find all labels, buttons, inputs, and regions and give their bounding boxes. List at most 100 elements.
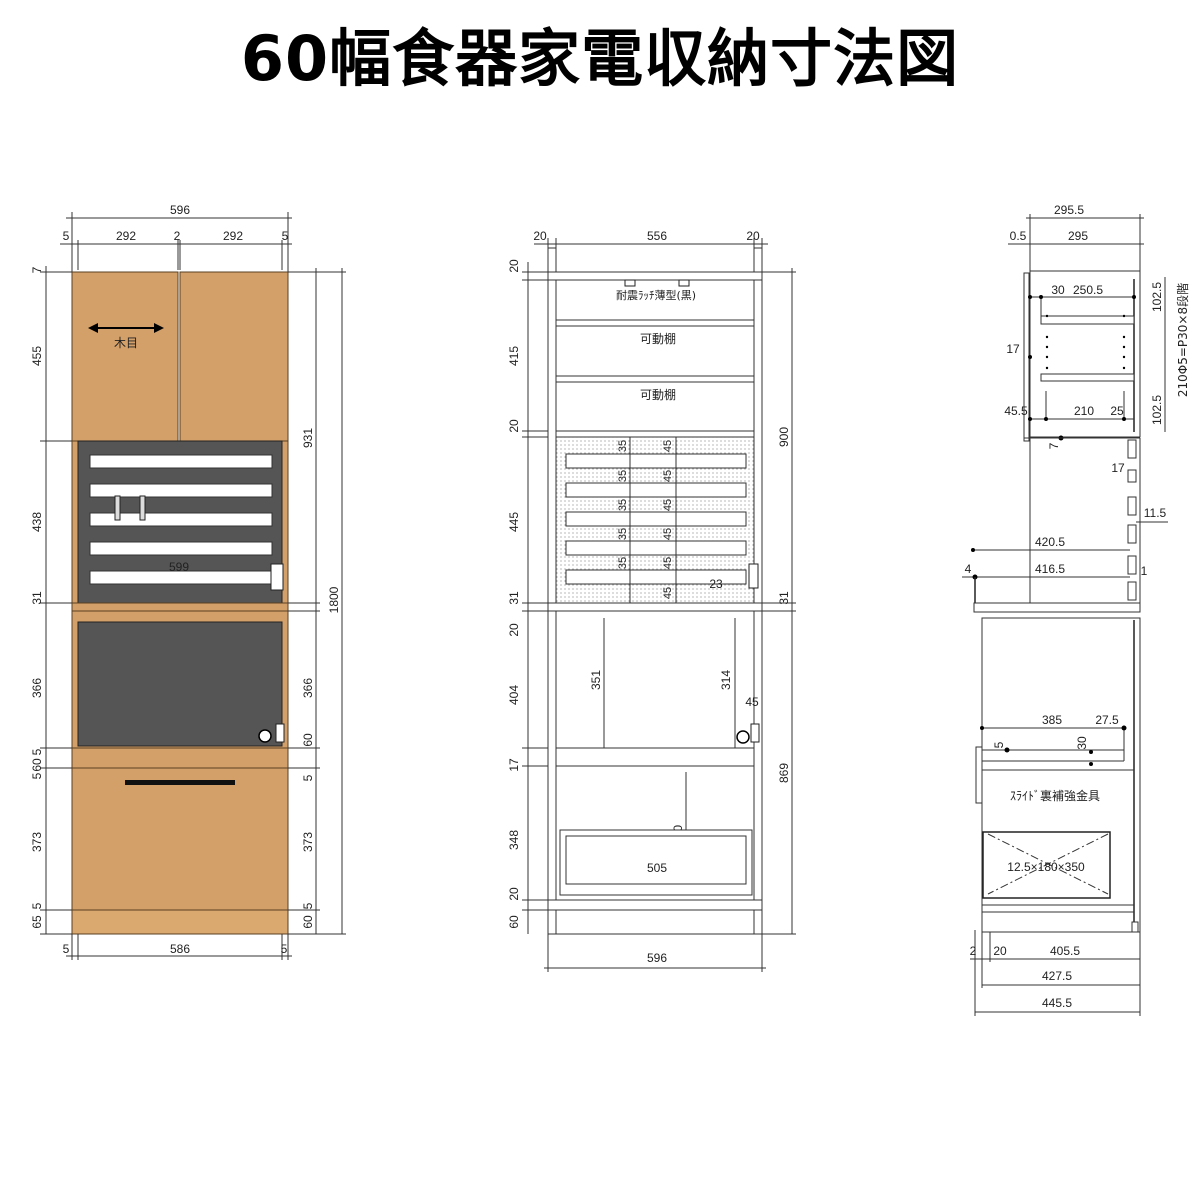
outlet-icon [258,729,272,743]
dim-text: 5 [63,942,70,956]
dim-text: 20 [507,623,521,637]
bracket-label: ｽﾗｲﾄﾞ裏補強金具 [1010,788,1100,803]
dim-text: 438 [30,512,44,532]
dim-text: 7 [30,266,44,273]
dim-text: 11.5 [1144,506,1167,520]
dim-text: 1 [1141,564,1148,578]
dim-text: 5 [30,772,44,779]
dim-text: 373 [301,832,315,852]
dim-text: 292 [223,229,243,243]
front-view: 596 5 292 2 292 5 木目 599 [30,203,346,960]
dim-text: 599 [169,560,189,574]
dim-text: 45 [662,440,674,452]
dim-text: 35 [617,440,629,452]
dim-text: 348 [507,830,521,850]
grain-arrow-icon [88,323,164,333]
latch-icon [270,563,284,591]
dim-text: 27.5 [1095,713,1119,727]
dim-text: 45.5 [1004,404,1028,418]
dim-text: 385 [1042,713,1062,727]
dim-text: 931 [301,428,315,448]
dim-text: 25 [1110,404,1124,418]
dim-text: 20 [533,229,547,243]
dim-text: 427.5 [1042,969,1072,983]
dim-text: 20 [507,259,521,273]
dim-text: 17 [507,758,521,772]
dim-text: 295 [1068,229,1088,243]
dim-text: 45 [745,695,759,709]
dim-text: 17 [1006,342,1020,356]
shelf-pitch-label: 210Φ5=P30×8段階 [1175,283,1190,397]
dim-text: 556 [647,229,667,243]
dim-text: 295.5 [1054,203,1084,217]
dim-text: 30 [1051,283,1065,297]
dim-text: 31 [30,591,44,605]
dim-text: 20 [507,887,521,901]
dim-text: 5 [301,902,315,909]
shelf-label: 可動棚 [640,387,676,402]
upper-door-left [71,271,179,442]
dim-text: 900 [777,427,791,447]
dim-text: 366 [30,678,44,698]
dim-text: 596 [170,203,190,217]
dim-text: 30 [1075,736,1089,750]
dim-text: 5 [281,942,288,956]
dim-text: 102.5 [1150,395,1164,425]
dim-text: 23 [709,577,723,591]
shelf [1040,315,1135,325]
dim-text: 1800 [327,586,341,613]
shelf-label: 可動棚 [640,331,676,346]
dim-text: 292 [116,229,136,243]
dim-text: 60 [301,915,315,929]
dim-text: 314 [719,670,733,690]
dim-text: 60 [30,758,44,772]
dim-text: 596 [647,951,667,965]
grain-label: 木目 [114,336,138,350]
dim-text: 45 [662,557,674,569]
dim-text: 405.5 [1050,944,1080,958]
dim-text: 351 [589,670,603,690]
dim-text: 45 [662,470,674,482]
dim-text: 31 [507,591,521,605]
countertop [973,602,1141,613]
dim-text: 505 [647,861,667,875]
dim-text: 45 [662,499,674,511]
bracket-size: 12.5×180×350 [1007,860,1085,874]
dim-text: 20 [746,229,760,243]
upper-door-right [179,271,289,442]
dim-text: 7 [1047,442,1061,449]
side-view: 295.5 0.5 295 30 250.5 17 45.5 210 25 10… [962,203,1190,1016]
dim-text: 35 [617,557,629,569]
dim-text: 17 [1111,461,1125,475]
dim-text: 586 [170,942,190,956]
dim-text: 0.5 [1010,229,1027,243]
dim-text: 31 [777,591,791,605]
dim-text: 4 [965,562,972,576]
dim-text: 366 [301,678,315,698]
outlet-icon [736,730,750,744]
dim-text: 373 [30,832,44,852]
dim-text: 45 [662,528,674,540]
dim-text: 20 [993,944,1007,958]
dim-text: 445 [507,512,521,532]
appliance-space [77,621,283,747]
page-title: 60幅食器家電収納寸法図 [240,22,960,95]
dim-text: 455 [30,346,44,366]
dim-text: 869 [777,763,791,783]
dim-text: 2 [970,944,977,958]
dim-text: 250.5 [1073,283,1103,297]
interior-view: 20 556 20 耐震ﾗｯﾁ薄型(黒) 可動棚 可動棚 35 [507,229,796,972]
dim-text: 65 [30,915,44,929]
dim-text: 20 [507,419,521,433]
bracket-box [982,831,1111,899]
drawer-handle [125,780,235,785]
latch-label: 耐震ﾗｯﾁ薄型(黒) [616,288,696,302]
movable-shelf [555,375,755,383]
dim-text: 102.5 [1150,282,1164,312]
dim-text: 60 [301,733,315,747]
dim-text: 5 [30,902,44,909]
dim-text: 35 [617,499,629,511]
dim-text: 35 [617,470,629,482]
dim-text: 5 [30,748,44,755]
